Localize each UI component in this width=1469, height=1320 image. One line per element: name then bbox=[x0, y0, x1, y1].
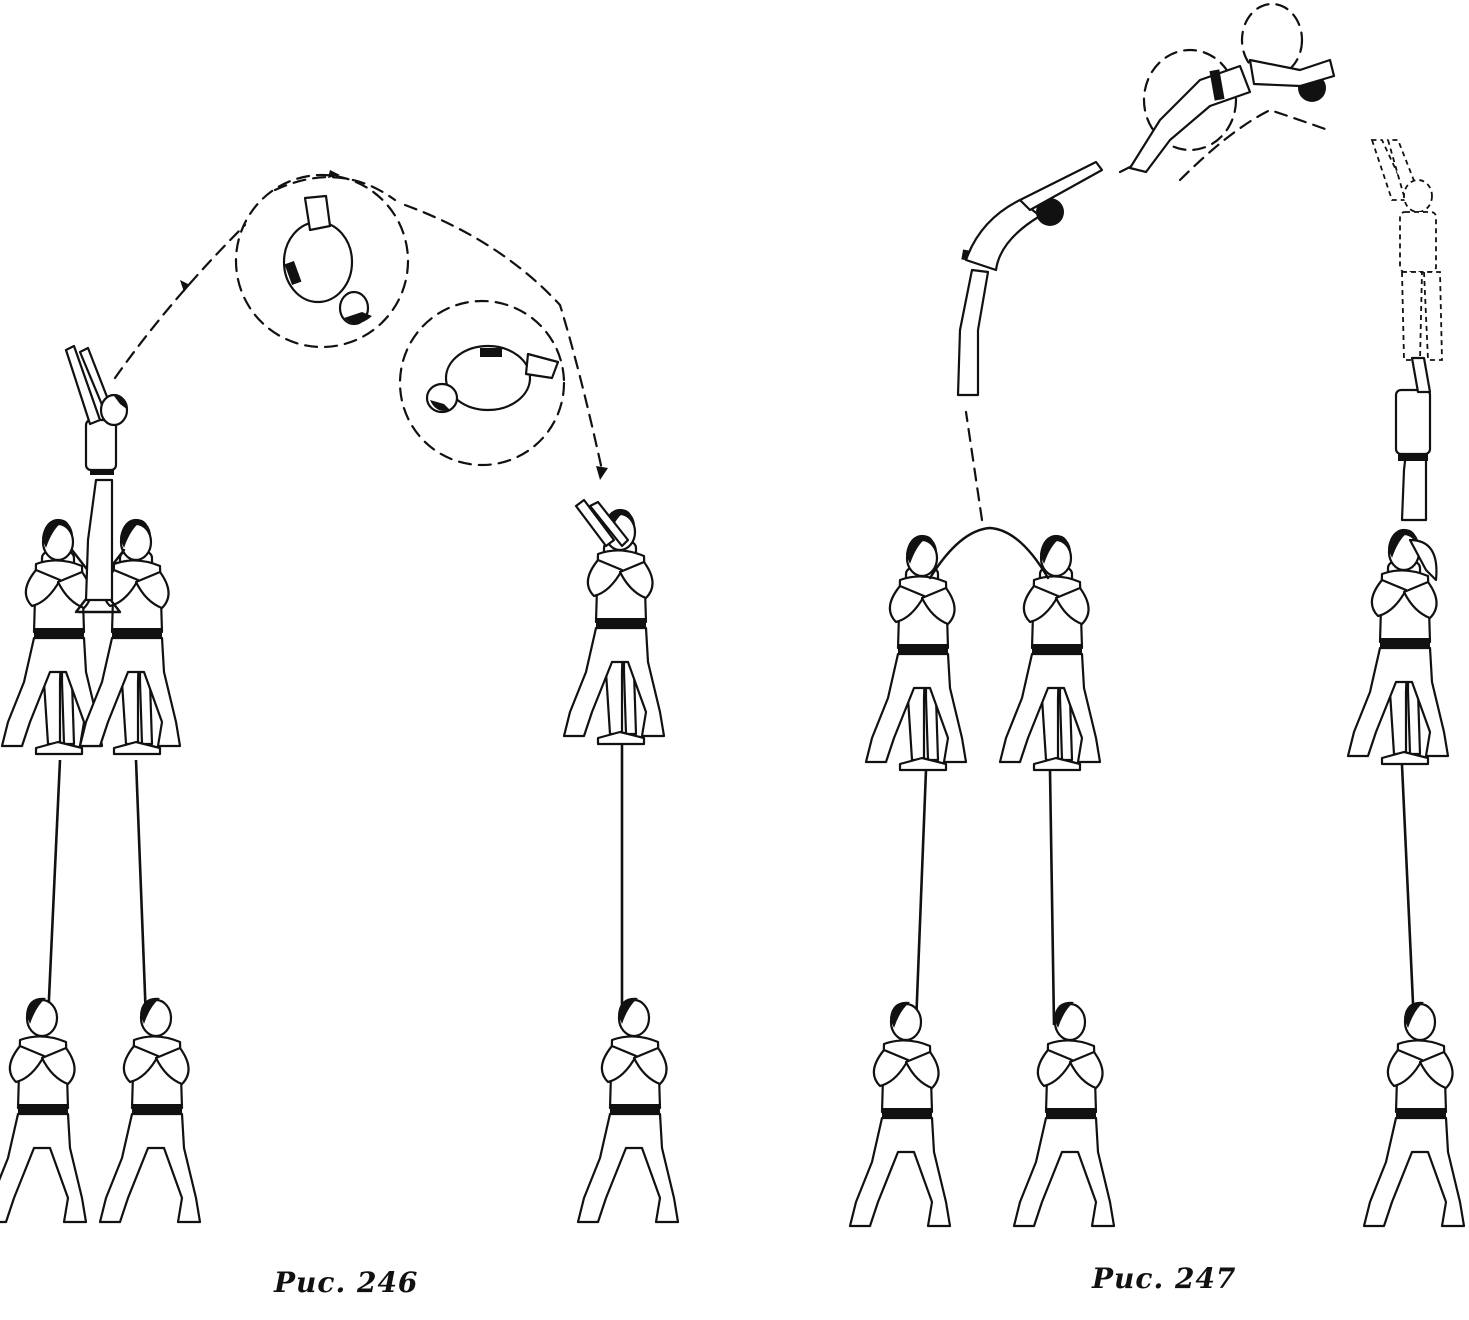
flyer-ghost bbox=[1370, 139, 1443, 361]
tucked-flyer-2 bbox=[425, 344, 560, 414]
porter-247-1 bbox=[848, 1000, 952, 1228]
arch-arm-right bbox=[988, 526, 1050, 580]
pole-247-2 bbox=[1048, 769, 1056, 1026]
porter-247-3 bbox=[1362, 1000, 1466, 1228]
flyer-dive bbox=[956, 160, 1104, 397]
trajectory-down bbox=[403, 203, 604, 472]
porter-left-2 bbox=[98, 996, 202, 1224]
twist-circle-1 bbox=[1142, 48, 1238, 152]
figure-caption-246: Рис. 246 bbox=[274, 1266, 419, 1299]
acrobat-arch-right bbox=[998, 534, 1102, 772]
pole-left-1 bbox=[46, 759, 62, 1021]
flyer-start bbox=[64, 344, 129, 602]
pole-247-3 bbox=[1400, 764, 1416, 1026]
somersault-circle-2 bbox=[398, 299, 566, 467]
acrobat-receiver bbox=[562, 508, 666, 746]
porter-left-1 bbox=[0, 996, 88, 1224]
pole-left-2 bbox=[134, 759, 148, 1021]
porter-247-2 bbox=[1012, 1000, 1116, 1228]
acrobat-arch-left bbox=[864, 534, 968, 772]
porter-right bbox=[576, 996, 680, 1224]
somersault-circle-1 bbox=[234, 173, 410, 349]
flyer-twist bbox=[1128, 58, 1336, 174]
figure-caption-247: Рис. 247 bbox=[1092, 1262, 1237, 1295]
pole-247-1 bbox=[914, 769, 928, 1026]
tucked-flyer-1 bbox=[282, 194, 372, 326]
arch-arm-left bbox=[928, 526, 992, 580]
figure-247 bbox=[848, 2, 1466, 1228]
figure-246 bbox=[0, 170, 680, 1224]
trajectory-up bbox=[113, 223, 247, 380]
acrobat-top-right bbox=[1394, 356, 1432, 522]
